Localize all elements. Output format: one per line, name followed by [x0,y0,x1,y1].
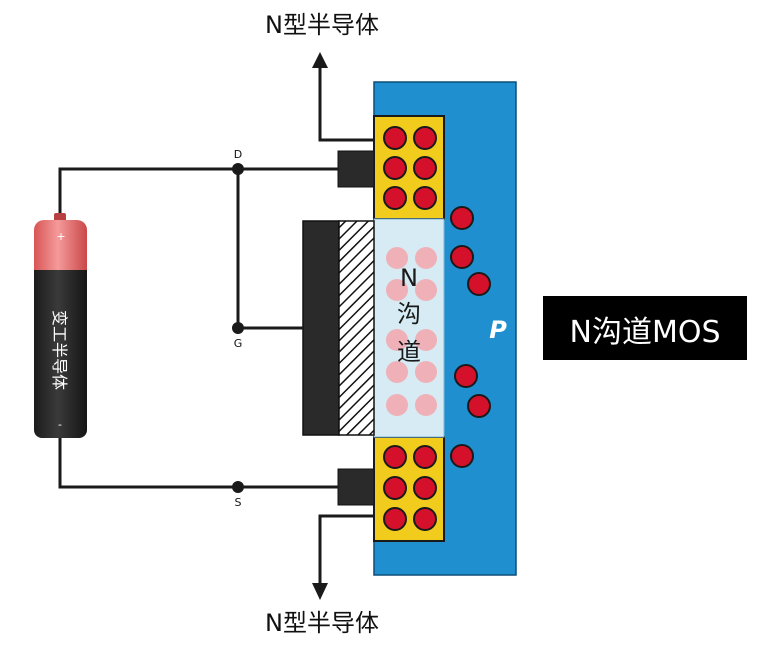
battery [34,213,87,438]
battery-text: 变工半导体 [50,310,69,390]
source-node [232,481,244,493]
circuit-wires [58,167,338,489]
drain-node [232,163,244,175]
drain-label: D [234,148,242,161]
gate-oxide [338,220,375,436]
gate-node [232,322,244,334]
battery-minus: - [58,418,62,431]
substrate-carriers [450,206,491,468]
gate-label: G [234,337,243,350]
channel-label-gou: 沟 [397,300,421,328]
battery-plus: + [56,230,65,243]
top-output-arrow [312,52,374,142]
source-contact [337,468,375,506]
bottom-terminal-label: N型半导体 [265,609,379,637]
title-box [543,296,747,360]
channel-label-n: N [400,264,418,292]
gate-metal [302,220,340,436]
title-text: N沟道MOS [570,315,721,350]
source-carriers [383,445,437,531]
substrate-label: P [489,316,507,344]
source-label: S [235,496,242,509]
channel-label-dao: 道 [397,338,421,366]
channel-carriers [386,247,437,416]
drain-contact [337,150,375,188]
bottom-output-arrow [312,514,374,600]
top-terminal-label: N型半导体 [265,11,379,39]
drain-carriers [383,126,437,210]
